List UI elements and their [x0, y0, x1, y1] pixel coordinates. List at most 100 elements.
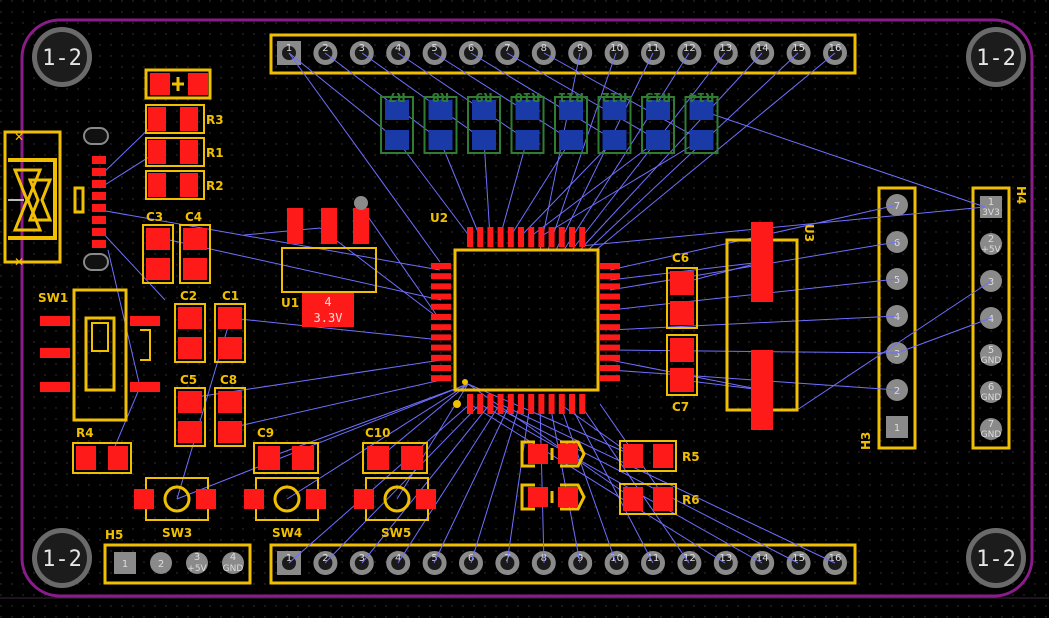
capacitor-c1[interactable] — [214, 303, 246, 363]
header-pin[interactable]: 12 — [677, 41, 702, 65]
mcu-pin — [600, 375, 620, 382]
ratsnest-line — [288, 52, 398, 141]
capacitor-c6[interactable] — [666, 267, 698, 329]
pin-number: 16 — [829, 553, 842, 564]
switch-sw1[interactable] — [40, 288, 160, 422]
mcu-u2[interactable] — [431, 227, 620, 414]
ref-r1: R1 — [206, 146, 224, 160]
ratsnest-line — [361, 403, 491, 564]
mcu-pin — [558, 394, 565, 414]
capacitor-c7[interactable] — [666, 334, 698, 396]
ratsnest-line — [587, 52, 799, 251]
capacitor-c2[interactable] — [174, 303, 206, 363]
header-pin[interactable]: 1 — [114, 552, 136, 574]
ratsnest-line — [699, 109, 986, 208]
bottom-resistor[interactable]: R8 — [423, 90, 458, 154]
usb-connector[interactable]: ✕ ✕ — [3, 127, 109, 271]
resistor-r5[interactable] — [619, 440, 677, 472]
switch-sw4[interactable] — [244, 477, 326, 521]
ref-c2: C2 — [180, 289, 197, 303]
pin-number: 2 — [894, 386, 900, 397]
bottom-resistor[interactable]: R13 — [641, 90, 675, 154]
ratsnest-line — [595, 52, 836, 251]
header-pin[interactable]: 9 — [568, 551, 593, 575]
ratsnest-line — [681, 261, 763, 284]
header-pin[interactable]: 10 — [604, 41, 629, 65]
header-pin[interactable]: 14 — [750, 551, 775, 575]
bottom-resistor-label: R12 — [602, 90, 628, 104]
capacitor-c8[interactable] — [214, 387, 246, 447]
header-pin[interactable]: 9 — [568, 41, 593, 65]
capacitor-c9[interactable] — [253, 442, 319, 474]
header-pin[interactable]: 3 — [349, 41, 374, 65]
pin-number: 3 — [194, 552, 200, 563]
pin-number: 7 — [988, 419, 994, 430]
pin-number: 15 — [792, 43, 805, 54]
ref-c8: C8 — [220, 373, 237, 387]
bottom-resistor[interactable]: R12 — [597, 90, 632, 154]
header-pin[interactable]: 2 — [150, 552, 172, 574]
header-pin[interactable]: 15 — [786, 41, 811, 65]
ratsnest-line — [509, 139, 572, 238]
bottom-resistor-label: R8 — [432, 90, 450, 104]
header-pin[interactable]: 2+5V — [980, 233, 1002, 255]
resistor-r1[interactable] — [145, 137, 205, 167]
mcu-pin — [431, 293, 451, 300]
pin-number: 4 — [230, 552, 236, 563]
header-pin[interactable]: 10 — [604, 551, 629, 575]
bottom-resistor-label: R13 — [645, 90, 671, 104]
mount-hole-bottom-left[interactable]: 1-2 — [32, 528, 92, 588]
ratsnest-line — [107, 249, 141, 388]
resistor-r6[interactable] — [619, 483, 677, 515]
header-pin[interactable]: 5 — [422, 551, 447, 575]
led-d1[interactable] — [144, 68, 212, 100]
bottom-resistor[interactable]: R14 — [684, 90, 719, 154]
bottom-resistor[interactable]: R10 — [510, 90, 545, 154]
header-pin[interactable]: 8 — [531, 41, 556, 65]
mount-hole-bottom-right[interactable]: 1-2 — [966, 528, 1026, 588]
header-pin[interactable]: 13 — [713, 551, 738, 575]
resistor-r3[interactable] — [145, 104, 205, 134]
header-pin[interactable]: 3 — [349, 551, 374, 575]
pin-number: 2 — [322, 43, 328, 54]
ratsnest-lines — [99, 52, 992, 564]
bottom-resistor-array[interactable]: R7 R8 R9 R10 R11 R12 R13 R14 — [380, 90, 719, 154]
mcu-pin — [431, 365, 451, 371]
header-pin[interactable]: 12 — [677, 551, 702, 575]
header-pin[interactable]: 1 — [886, 416, 908, 438]
regulator-u1[interactable] — [281, 196, 377, 327]
header-pin[interactable]: 13 — [713, 41, 738, 65]
capacitor-c10[interactable] — [362, 442, 428, 474]
capacitor-c3[interactable] — [142, 224, 174, 284]
mount-hole-label: 1-2 — [976, 547, 1016, 572]
bottom-resistor[interactable]: R11 — [554, 90, 588, 154]
capacitor-c5[interactable] — [174, 387, 206, 447]
pin-number: 5 — [988, 345, 994, 356]
resistor-r2[interactable] — [145, 170, 205, 200]
bottom-resistor[interactable]: R7 — [380, 90, 414, 154]
mount-hole-top-right[interactable]: 1-2 — [966, 27, 1026, 87]
mcu-pin — [528, 394, 535, 414]
mcu-pin — [528, 227, 535, 247]
ratsnest-line — [433, 52, 572, 141]
capacitor-c4[interactable] — [179, 224, 211, 284]
header-pin[interactable]: 15 — [786, 551, 811, 575]
switch-sw5[interactable] — [354, 477, 436, 521]
header-pin[interactable]: 3+5V — [186, 552, 208, 574]
ref-r6: R6 — [682, 493, 700, 507]
bottom-resistor[interactable]: R9 — [467, 90, 501, 154]
led-d3[interactable] — [520, 483, 586, 511]
resistor-r4[interactable] — [72, 442, 132, 474]
crystal-u3[interactable] — [725, 222, 799, 430]
pin-number: 15 — [792, 553, 805, 564]
led-d2[interactable] — [520, 440, 586, 468]
mount-hole-top-left[interactable]: 1-2 — [32, 27, 92, 87]
switch-sw3[interactable] — [134, 477, 216, 521]
